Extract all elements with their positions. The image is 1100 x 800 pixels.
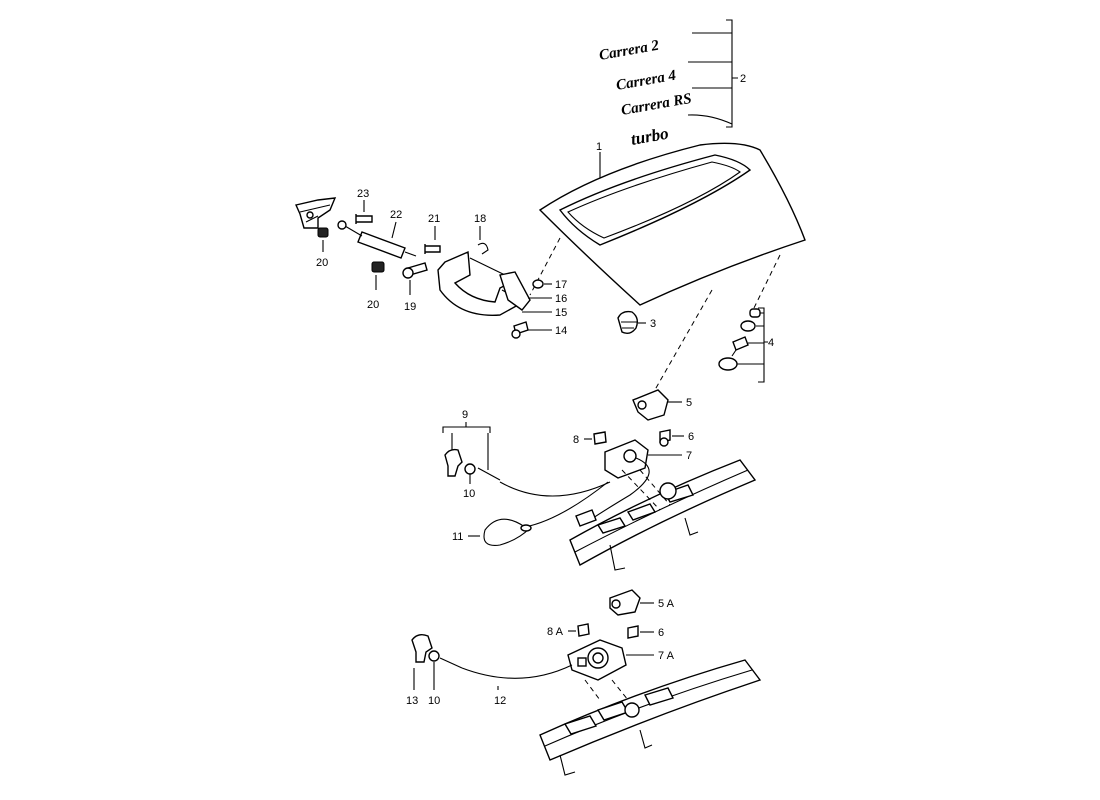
upper-lock-assembly: 5 6 8 7 <box>573 389 694 527</box>
callout-9: 9 <box>462 409 468 421</box>
badge-turbo: turbo <box>629 124 670 149</box>
badge-carrera-rs: Carrera RS <box>620 91 693 119</box>
washer-17 <box>532 279 544 289</box>
callout-20-top: 20 <box>316 257 328 269</box>
cable-assembly-upper: 9 10 11 <box>442 409 611 546</box>
cable-upper <box>499 481 611 497</box>
rear-lid-window <box>558 154 752 246</box>
cable-rod-upper <box>477 467 501 481</box>
clip-20-top <box>317 227 329 238</box>
callout-1: 1 <box>596 141 602 153</box>
callout-8A: 8 A <box>547 626 564 638</box>
cable-rod-lower <box>439 657 463 669</box>
callout-5: 5 <box>686 397 692 409</box>
lid-dash-lock <box>651 289 713 396</box>
callout-6-lower: 6 <box>658 627 664 639</box>
rear-lid-outline <box>538 142 806 306</box>
callout-7A: 7 A <box>658 650 675 662</box>
body-panel-upper <box>569 459 757 571</box>
release-loop-11 <box>483 481 609 546</box>
fastener-group-4: 4 <box>718 307 774 383</box>
callout-16: 16 <box>555 293 567 305</box>
connector <box>575 509 597 527</box>
callout-5A: 5 A <box>658 598 675 610</box>
grommet-10-lower <box>428 650 440 662</box>
badge-group: Carrera 2 Carrera 4 Carrera RS turbo 2 <box>598 19 746 149</box>
badge-carrera-4: Carrera 4 <box>615 68 678 94</box>
body-panel-lower <box>539 659 762 776</box>
callout-7: 7 <box>686 450 692 462</box>
callout-3: 3 <box>650 318 656 330</box>
callout-2: 2 <box>740 73 746 85</box>
callout-20-bottom: 20 <box>367 299 379 311</box>
grommet-10-upper <box>464 463 476 475</box>
strut-hinge-assembly: 23 22 20 20 21 19 18 17 16 15 <box>295 188 567 339</box>
callout-15: 15 <box>555 307 567 319</box>
callout-9-bracket <box>442 422 491 433</box>
callout-11: 11 <box>452 531 463 543</box>
callout-18: 18 <box>474 213 486 225</box>
lid-dash-left <box>529 237 561 296</box>
badge-carrera-2: Carrera 2 <box>598 38 661 64</box>
lid-dash-right <box>751 254 781 313</box>
screw-8 <box>593 431 607 445</box>
callout-4-leaders <box>737 307 768 383</box>
callout-14: 14 <box>555 325 567 337</box>
callout-19: 19 <box>404 301 416 313</box>
callout-23: 23 <box>357 188 369 200</box>
callout-6: 6 <box>688 431 694 443</box>
callout-22: 22 <box>390 209 402 221</box>
callout-17: 17 <box>555 279 567 291</box>
striker-5a <box>609 589 641 616</box>
screw-23 <box>355 214 373 224</box>
badge-leader-lines <box>687 32 733 125</box>
gas-strut-22 <box>357 231 406 259</box>
strut-mount-bracket <box>295 197 337 229</box>
cable-12 <box>461 664 573 679</box>
callout-10-lower: 10 <box>428 695 440 707</box>
rear-lid-window-inner <box>567 161 741 239</box>
lock-wire <box>589 457 650 521</box>
panel-lower-shape <box>539 659 762 761</box>
pull-handle-upper <box>444 448 463 477</box>
cable-assembly-lower: 13 10 12 <box>406 633 573 707</box>
callout-8: 8 <box>573 434 579 446</box>
screw-8a <box>577 623 590 637</box>
callout-4: 4 <box>768 337 774 349</box>
rear-lid: 1 <box>529 141 806 396</box>
pull-handle-13 <box>411 633 433 663</box>
callout-21: 21 <box>428 213 440 225</box>
buffer-part: 3 <box>617 310 656 335</box>
bolt-21 <box>424 244 441 254</box>
screw-6-lower <box>627 625 639 639</box>
badge-bracket <box>726 19 738 128</box>
callout-10-upper: 10 <box>463 488 475 500</box>
striker-5 <box>632 389 669 421</box>
callout-13: 13 <box>406 695 418 707</box>
clip-20-bottom <box>371 261 385 273</box>
pin-18 <box>477 242 489 255</box>
callout-12: 12 <box>494 695 506 707</box>
panel-upper-shape <box>569 459 757 567</box>
lower-lock-assembly: 5 A 6 8 A 7 A <box>547 589 675 681</box>
hinge-plate-16 <box>499 271 531 311</box>
